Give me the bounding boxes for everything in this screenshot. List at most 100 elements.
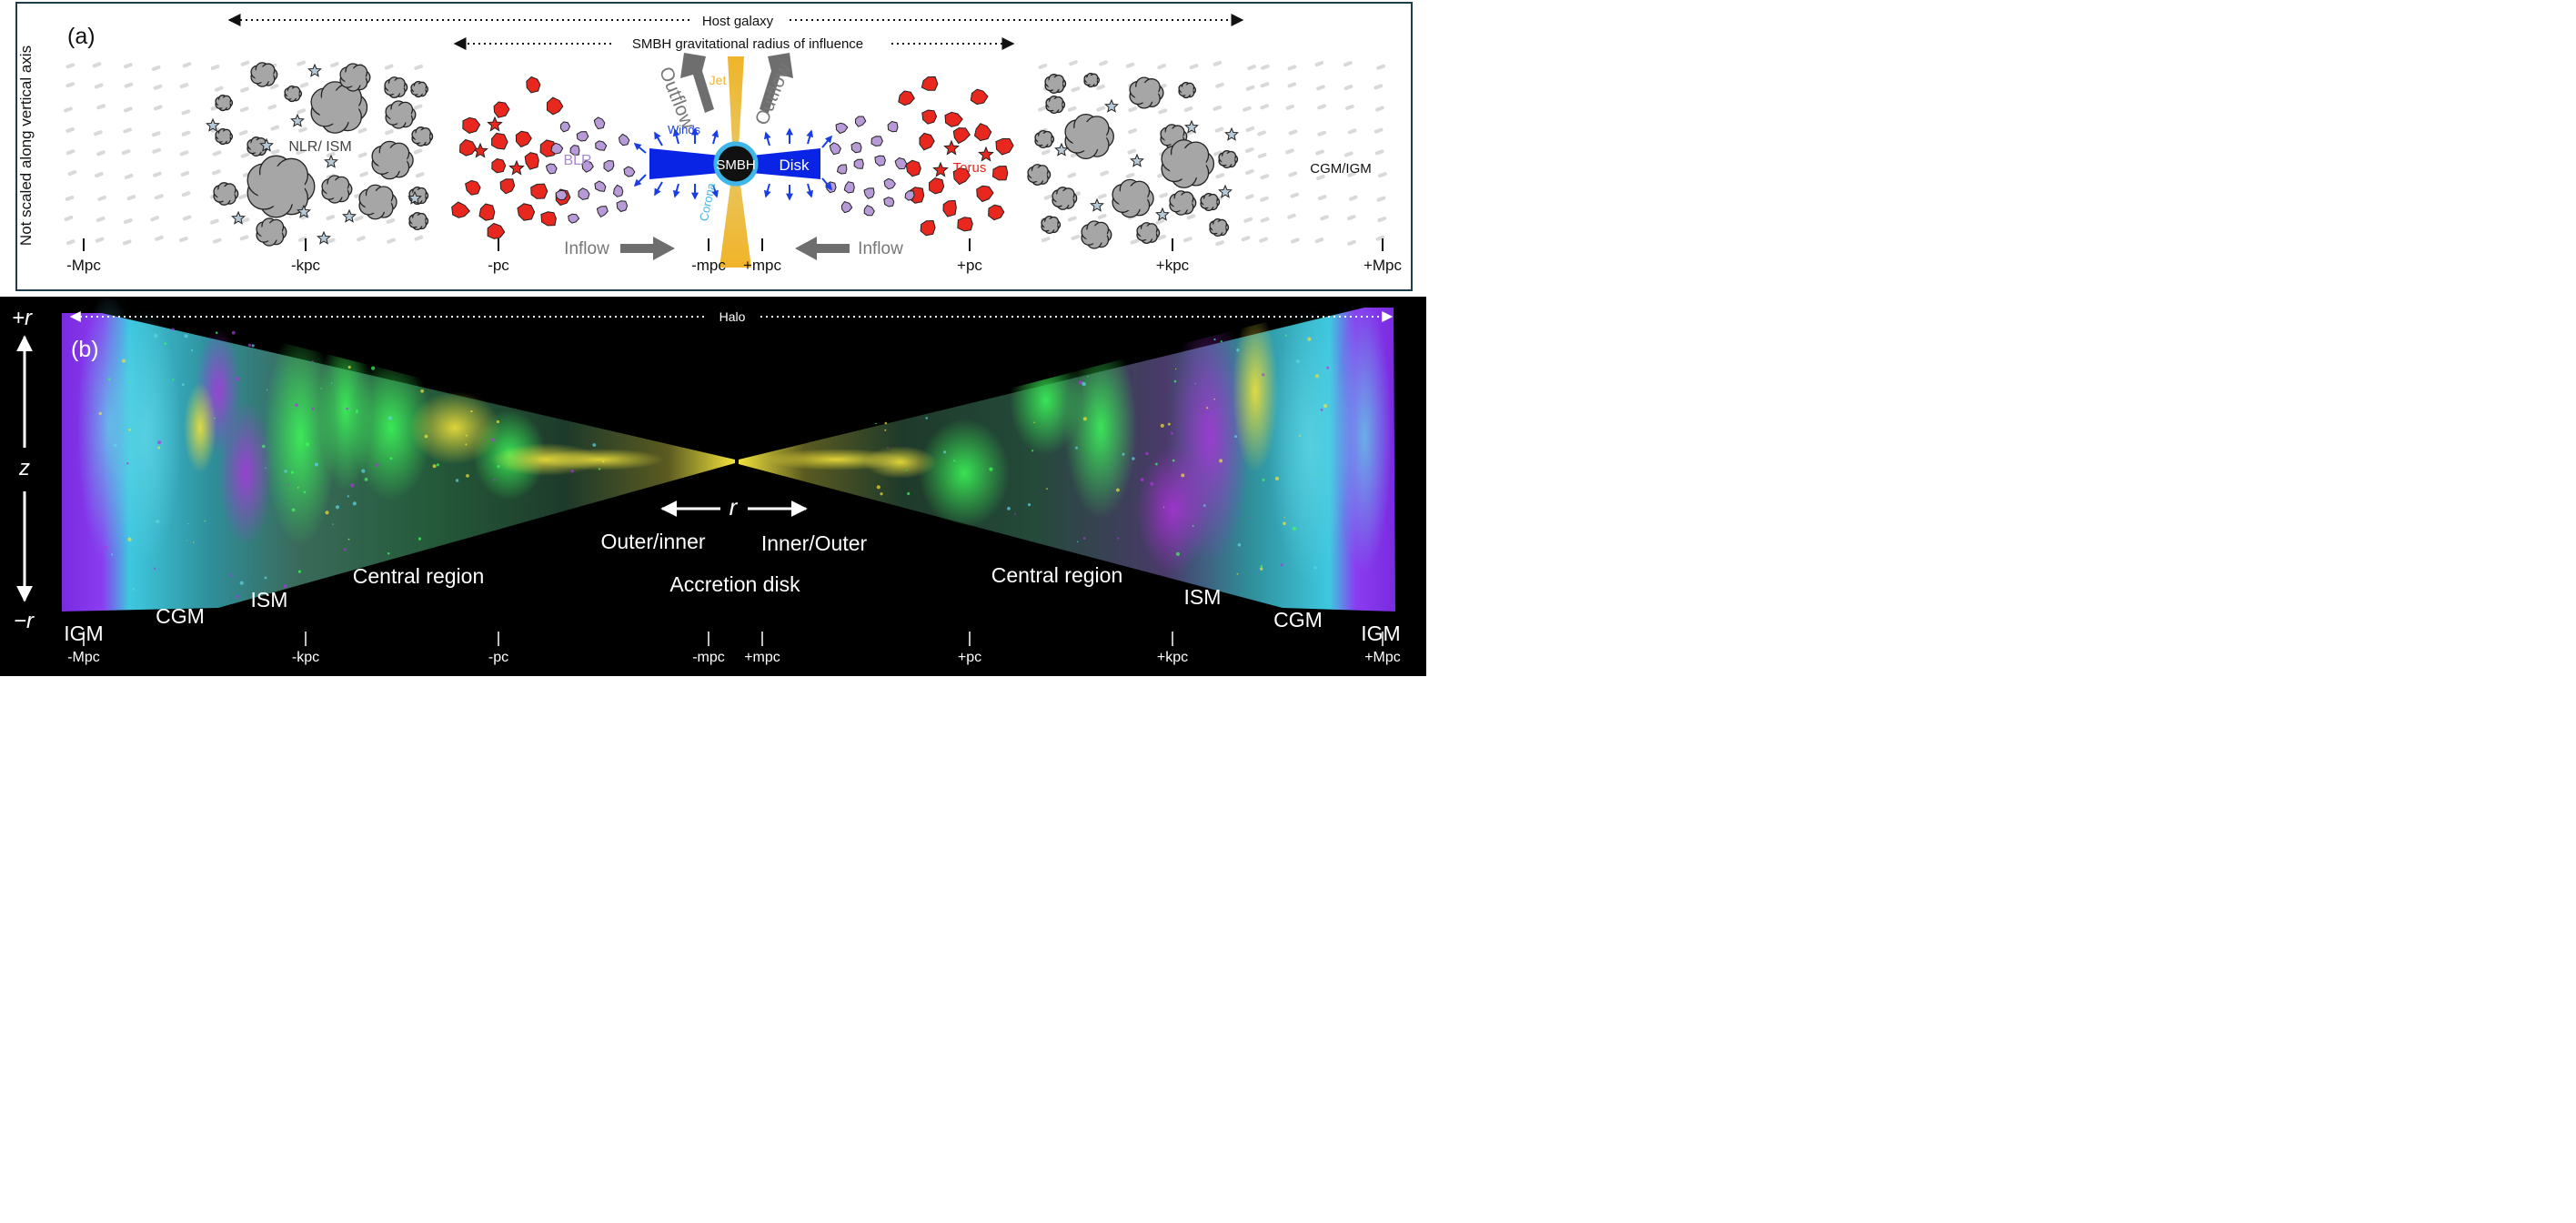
torus-clump	[995, 137, 1014, 156]
gas-speck	[283, 584, 287, 589]
wind-arrow	[806, 129, 814, 145]
gas-cloud	[284, 85, 303, 103]
igm-dash	[327, 238, 336, 244]
igm-dash	[95, 237, 105, 243]
gas-speck	[876, 485, 880, 490]
igm-dash	[267, 104, 277, 110]
igm-dash	[95, 172, 104, 178]
gas-cloud	[410, 80, 429, 98]
gas-cloud	[321, 175, 353, 204]
scale-tick-label: +mpc	[743, 257, 782, 274]
igm-dash	[297, 60, 307, 66]
igm-dash	[385, 129, 394, 136]
igm-dash	[96, 104, 106, 110]
igm-dash	[1215, 240, 1224, 247]
disk-label: Disk	[779, 157, 810, 174]
gas-speck	[887, 447, 889, 449]
igm-dash	[212, 150, 222, 157]
igm-dash	[386, 217, 396, 224]
cloud-core	[1181, 85, 1193, 96]
nlr-ism-label: NLR/ ISM	[288, 139, 351, 155]
igm-dash	[1260, 217, 1270, 223]
star-icon	[408, 190, 422, 205]
igm-dash	[414, 64, 424, 70]
gas-speck	[389, 457, 393, 460]
star-icon	[317, 230, 331, 245]
gas-speck	[884, 421, 888, 425]
gas-speck	[186, 540, 188, 541]
torus-clump	[974, 123, 992, 141]
star-icon	[1184, 119, 1199, 134]
igm-dash	[240, 86, 249, 93]
cloud-core	[1037, 133, 1052, 146]
gas-speck	[466, 474, 469, 478]
gas-speck	[1075, 446, 1078, 450]
star-icon	[231, 210, 246, 225]
igm-dash	[1260, 174, 1270, 180]
igm-dash	[384, 64, 394, 70]
scale-tick-label: -Mpc	[67, 650, 100, 665]
cloud-core	[260, 223, 282, 241]
cloud-core	[1031, 167, 1047, 182]
blr-clump	[581, 160, 594, 173]
gas-speck	[343, 548, 347, 551]
gas-speck	[306, 442, 310, 447]
gas-speck	[295, 403, 298, 408]
igm-dash	[357, 236, 366, 242]
igm-dash	[1099, 60, 1108, 66]
gas-speck	[1173, 379, 1177, 383]
gas-speck	[1162, 506, 1165, 509]
igm-dash	[413, 104, 423, 110]
blr-label: BLR	[563, 153, 591, 168]
gas-speck	[184, 334, 188, 339]
winds-label: Winds	[668, 123, 701, 136]
blr-clump	[619, 133, 630, 147]
gas-speck	[1027, 503, 1031, 507]
scale-tick-label: +pc	[957, 257, 982, 274]
igm-dash	[153, 171, 162, 177]
igm-dash	[1071, 234, 1081, 240]
blr-clump	[843, 181, 855, 194]
igm-dash	[179, 236, 188, 243]
wind-arrow	[711, 129, 719, 145]
cloud-core	[364, 190, 391, 214]
gas-speck	[164, 342, 167, 345]
gas-speck	[1167, 422, 1171, 426]
igm-dash	[1215, 82, 1224, 88]
gas-speck	[1206, 407, 1209, 409]
torus-clump	[493, 101, 510, 118]
igm-dash	[179, 150, 189, 157]
igm-dash	[212, 169, 221, 176]
star-icon	[1130, 153, 1144, 167]
gas-speck	[127, 537, 132, 541]
gas-speck	[291, 508, 296, 512]
igm-dash	[65, 126, 75, 133]
gas-speck	[157, 440, 162, 445]
star-icon	[259, 137, 274, 152]
torus-clump	[517, 203, 536, 221]
gas-cloud	[1052, 187, 1078, 210]
igm-dash	[299, 82, 309, 88]
cloud-core	[326, 180, 347, 198]
igm-dash	[1314, 238, 1324, 244]
igm-dash	[1320, 215, 1329, 221]
cloud-core	[377, 147, 408, 173]
igm-dash	[150, 216, 159, 222]
scale-tick-label: -mpc	[691, 257, 726, 274]
gas-speck	[466, 434, 468, 437]
gas-speck	[262, 444, 266, 449]
gas-speck	[330, 382, 333, 384]
cloud-core	[387, 80, 404, 95]
igm-dash	[181, 109, 191, 116]
gas-speck	[1323, 370, 1325, 372]
gas-speck	[424, 434, 428, 439]
wind-arrow	[763, 131, 771, 147]
gas-cloud	[1169, 190, 1197, 216]
igm-dash	[296, 149, 306, 156]
blr-clump	[616, 200, 629, 212]
r-axis-label: r	[730, 493, 739, 521]
igm-dash	[1096, 84, 1105, 90]
igm-dash	[1213, 105, 1222, 111]
gas-speck	[126, 462, 129, 465]
gas-speck	[1292, 526, 1297, 531]
